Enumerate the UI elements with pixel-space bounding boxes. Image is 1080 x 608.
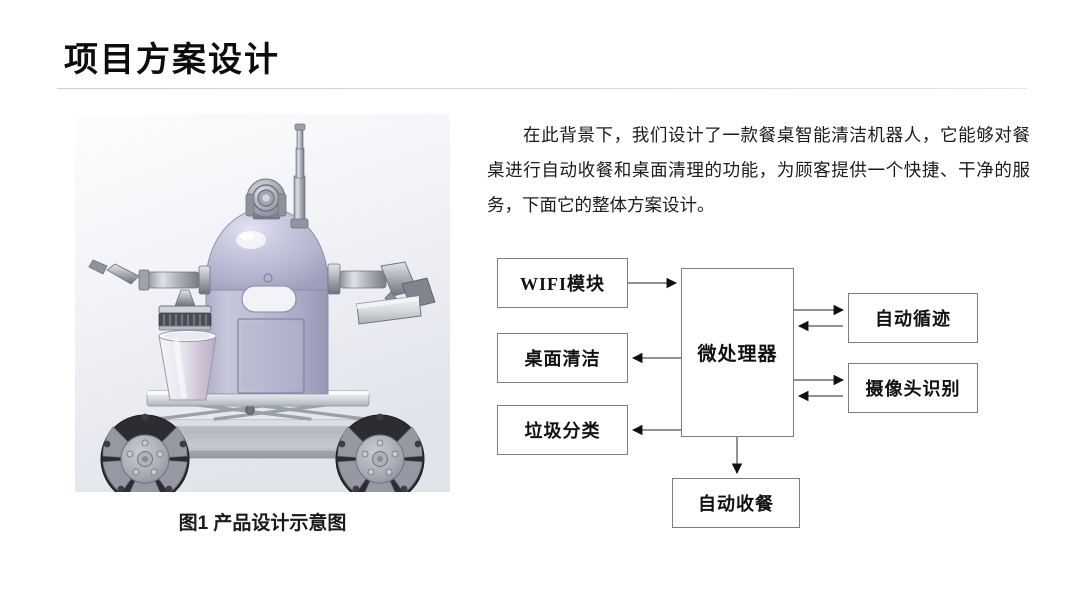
body-paragraph: 在此背景下，我们设计了一款餐桌智能清洁机器人，它能够对餐桌进行自动收餐和桌面清理…: [487, 125, 1030, 215]
page-title: 项目方案设计: [64, 41, 280, 79]
diagram-connectors: [628, 277, 845, 475]
collection-cup: [158, 330, 217, 401]
antenna: [290, 123, 309, 229]
left-arm-brush: [88, 259, 212, 331]
figure-caption: 图1 产品设计示意图: [178, 513, 347, 534]
title-divider: [57, 88, 1027, 89]
wheel-right: [335, 413, 425, 492]
robot-cad-render: [75, 114, 450, 492]
diagram-box-auto-track[interactable]: 自动循迹: [848, 293, 978, 343]
diagram-box-wifi[interactable]: WIFI模块: [497, 258, 628, 308]
right-arm-gripper: [327, 261, 436, 325]
diagram-box-auto-collect[interactable]: 自动收餐: [672, 478, 800, 528]
diagram-box-microprocessor[interactable]: 微处理器: [681, 268, 794, 437]
wheel-left: [100, 413, 190, 492]
diagram-box-camera-recognition[interactable]: 摄像头识别: [848, 363, 978, 413]
figure-image-panel: [75, 114, 450, 492]
robot-body: [205, 207, 329, 395]
diagram-box-trash-sort[interactable]: 垃圾分类: [497, 405, 628, 455]
camera-head: [245, 178, 287, 220]
diagram-box-desk-clean[interactable]: 桌面清洁: [497, 333, 628, 383]
system-block-diagram: WIFI模块 桌面清洁 垃圾分类 微处理器 自动循迹 摄像头识别 自动收餐: [480, 240, 1040, 550]
